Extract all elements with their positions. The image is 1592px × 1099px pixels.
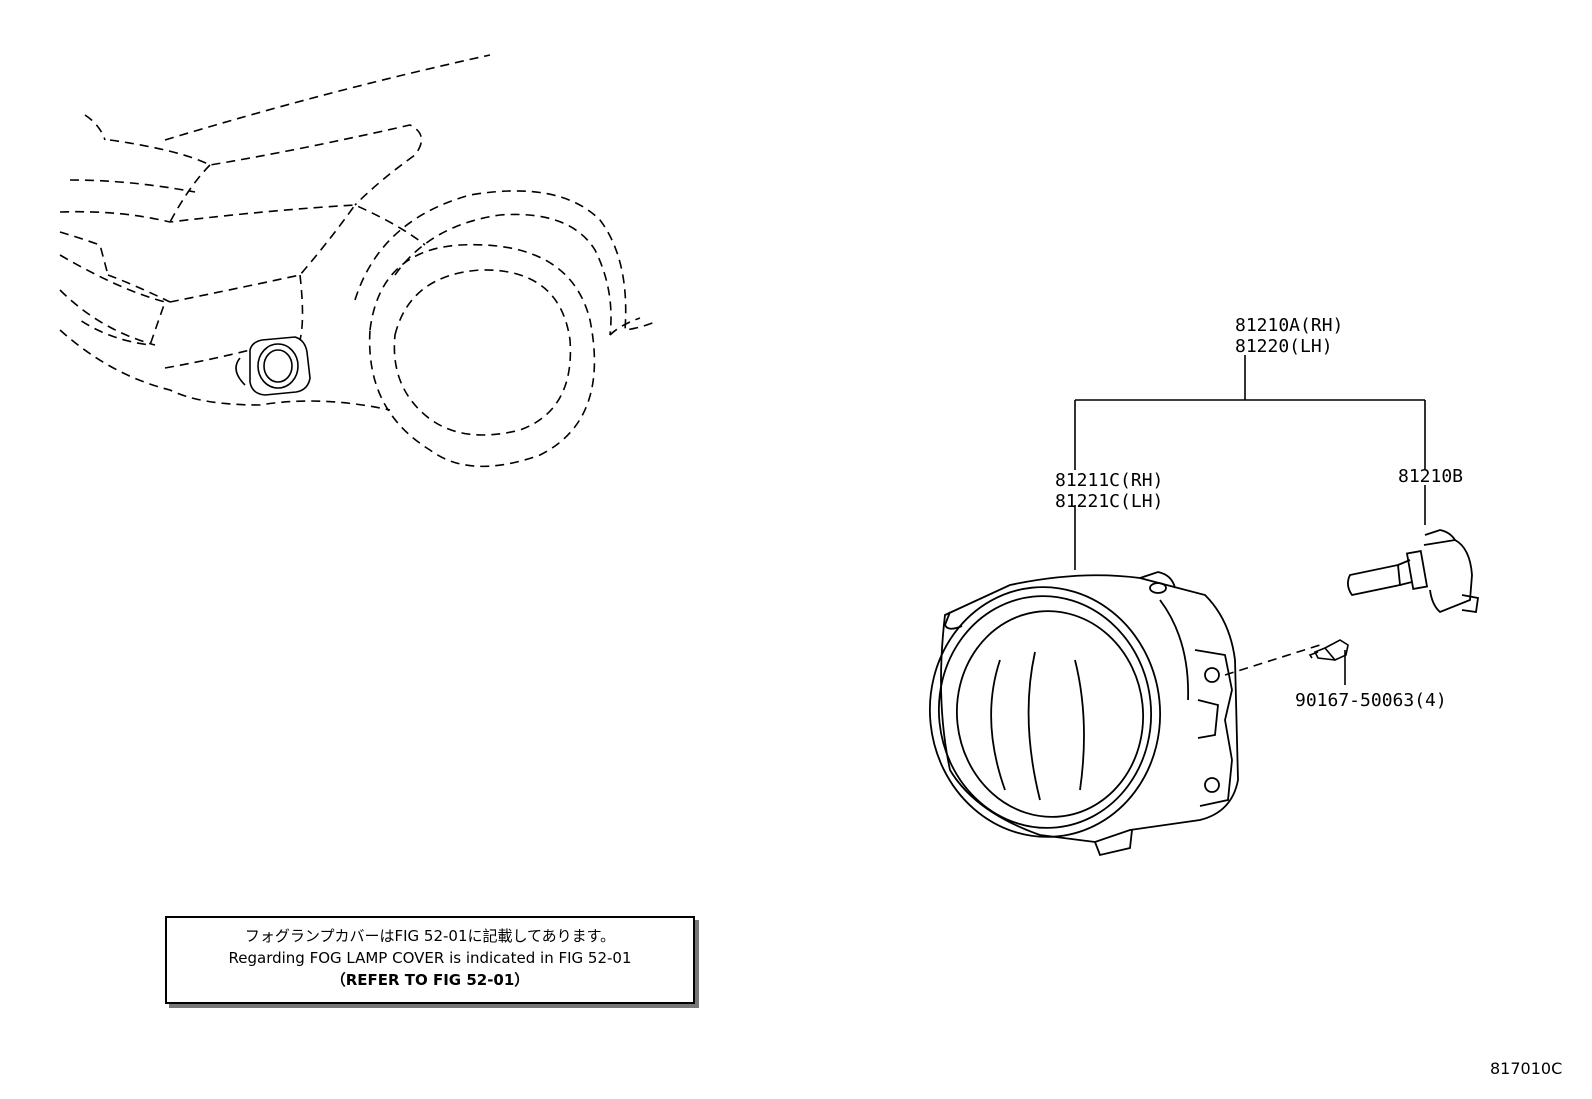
label-bulb: 81210B <box>1398 466 1464 487</box>
note-refer: （REFER TO FIG 52-01） <box>330 971 530 989</box>
figure-id: 817010C <box>1490 1059 1563 1078</box>
vehicle-fog-lamp-icon <box>235 336 311 396</box>
label-assembly-rh: 81210A(RH) <box>1235 315 1344 336</box>
reference-note: フォグランプカバーはFIG 52-01に記載してあります。 Regarding … <box>165 916 695 1004</box>
leader-lines <box>1074 355 1426 685</box>
screw-icon <box>1308 639 1349 661</box>
label-unit-rh: 81211C(RH) <box>1055 470 1164 491</box>
label-unit-lh: 81221C(LH) <box>1055 491 1164 512</box>
label-assembly-lh: 81220(LH) <box>1235 336 1333 357</box>
fog-lamp-icon <box>928 571 1239 857</box>
vehicle-outline <box>59 54 656 468</box>
bulb-icon <box>1347 529 1480 614</box>
note-japanese: フォグランプカバーはFIG 52-01に記載してあります。 <box>244 927 616 945</box>
note-english: Regarding FOG LAMP COVER is indicated in… <box>228 949 632 967</box>
label-screw: 90167-50063(4) <box>1295 690 1447 711</box>
